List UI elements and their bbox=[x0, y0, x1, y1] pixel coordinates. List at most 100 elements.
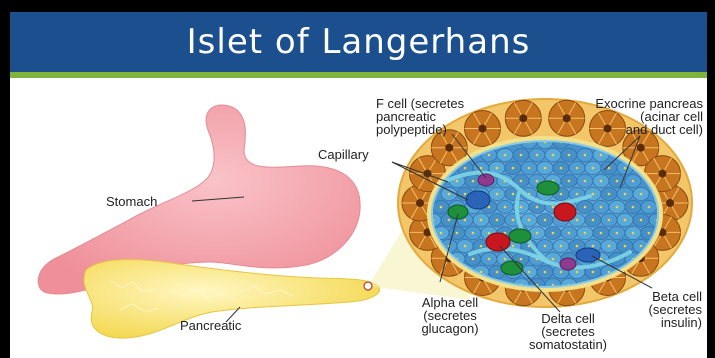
islet-cell-nucleus bbox=[592, 271, 595, 274]
islet-cell-nucleus bbox=[536, 232, 539, 235]
islet-cell-nucleus bbox=[520, 154, 523, 157]
islet-cell-nucleus bbox=[472, 180, 475, 183]
islet-cell-nucleus bbox=[592, 167, 595, 170]
islet-cell-nucleus bbox=[480, 167, 483, 170]
islet-cell-nucleus bbox=[496, 271, 499, 274]
acinus bbox=[505, 100, 541, 136]
islet-cell-nucleus bbox=[600, 180, 603, 183]
islet-cell-nucleus bbox=[472, 232, 475, 235]
islet-cell-nucleus bbox=[616, 180, 619, 183]
islet-cell-nucleus bbox=[632, 180, 635, 183]
beta-cell-shape-2 bbox=[576, 248, 600, 262]
islet-cell-nucleus bbox=[576, 167, 579, 170]
islet-cell-nucleus bbox=[568, 232, 571, 235]
islet-cell-nucleus bbox=[568, 180, 571, 183]
islet-cell-nucleus bbox=[512, 245, 515, 248]
islet-cell-nucleus bbox=[552, 154, 555, 157]
islet-cell-nucleus bbox=[488, 232, 491, 235]
islet-cell-nucleus bbox=[648, 232, 651, 235]
islet-cell-nucleus bbox=[584, 232, 587, 235]
islet-cell-nucleus bbox=[600, 154, 603, 157]
label-exocrine-pancreas: Exocrine pancreas (acinar cell and duct … bbox=[560, 97, 703, 136]
islet-cell-nucleus bbox=[528, 167, 531, 170]
islet-cell-nucleus bbox=[640, 245, 643, 248]
alpha-cell-shape bbox=[448, 205, 468, 219]
islet-cell-nucleus bbox=[496, 193, 499, 196]
islet-cell-nucleus bbox=[496, 219, 499, 222]
islet-cell-nucleus bbox=[584, 206, 587, 209]
islet-cell-nucleus bbox=[480, 245, 483, 248]
islet-cell-nucleus bbox=[560, 271, 563, 274]
islet-cell-nucleus bbox=[616, 206, 619, 209]
label-beta-cell: Beta cell (secretes insulin) bbox=[618, 290, 702, 329]
islet-cell-nucleus bbox=[600, 206, 603, 209]
islet-cell-nucleus bbox=[448, 219, 451, 222]
islet-cell-nucleus bbox=[488, 206, 491, 209]
islet-cell-nucleus bbox=[536, 180, 539, 183]
islet-cell-nucleus bbox=[624, 245, 627, 248]
islet-cell-nucleus bbox=[536, 206, 539, 209]
islet-cell-nucleus bbox=[624, 167, 627, 170]
islet-cell-nucleus bbox=[512, 193, 515, 196]
islet-cell-nucleus bbox=[608, 219, 611, 222]
islet-cell-nucleus bbox=[536, 154, 539, 157]
islet-cell-nucleus bbox=[608, 193, 611, 196]
label-stomach: Stomach bbox=[106, 195, 157, 208]
islet-cell-nucleus bbox=[552, 258, 555, 261]
islet-cell-nucleus bbox=[440, 232, 443, 235]
label-delta-cell: Delta cell (secretes somatostatin) bbox=[514, 312, 622, 351]
islet-cell-nucleus bbox=[616, 232, 619, 235]
islet-cell-nucleus bbox=[552, 206, 555, 209]
islet-cell-nucleus bbox=[456, 180, 459, 183]
islet-cell-nucleus bbox=[624, 193, 627, 196]
islet-cell-nucleus bbox=[456, 232, 459, 235]
delta-cell-shape-2 bbox=[486, 233, 510, 251]
islet-cell-nucleus bbox=[528, 219, 531, 222]
delta-cell-shape bbox=[554, 203, 576, 221]
beta-cell-shape bbox=[466, 191, 490, 209]
islet-cell-nucleus bbox=[608, 167, 611, 170]
islet-cell-nucleus bbox=[592, 193, 595, 196]
islet-cell-nucleus bbox=[568, 154, 571, 157]
stomach-shape bbox=[38, 105, 360, 294]
islet-cell-nucleus bbox=[576, 193, 579, 196]
islet-cell-nucleus bbox=[608, 245, 611, 248]
islet-cell-nucleus bbox=[504, 206, 507, 209]
islet-cell-nucleus bbox=[472, 258, 475, 261]
islet-cell-nucleus bbox=[512, 219, 515, 222]
f-cell-shape bbox=[478, 174, 494, 186]
islet-cell-nucleus bbox=[520, 180, 523, 183]
islet-cell-nucleus bbox=[544, 271, 547, 274]
label-f-cell: F cell (secretes pancreatic polypeptide) bbox=[376, 97, 464, 136]
islet-cell-nucleus bbox=[576, 219, 579, 222]
islet-cell-nucleus bbox=[464, 193, 467, 196]
islet-cell-nucleus bbox=[544, 167, 547, 170]
islet-cell-nucleus bbox=[560, 167, 563, 170]
islet-cell-nucleus bbox=[584, 180, 587, 183]
islet-cell-nucleus bbox=[448, 193, 451, 196]
islet-cell-nucleus bbox=[488, 258, 491, 261]
islet-cell-nucleus bbox=[544, 245, 547, 248]
islet-cell-nucleus bbox=[544, 219, 547, 222]
label-pancreatic: Pancreatic bbox=[180, 319, 241, 332]
islet-cell-nucleus bbox=[648, 206, 651, 209]
islet-cell-nucleus bbox=[504, 258, 507, 261]
islet-cell-nucleus bbox=[504, 154, 507, 157]
islet-cell-nucleus bbox=[576, 245, 579, 248]
islet-cell-nucleus bbox=[632, 206, 635, 209]
islet-cell-nucleus bbox=[528, 271, 531, 274]
islet-cell-nucleus bbox=[584, 154, 587, 157]
islet-cell-nucleus bbox=[552, 232, 555, 235]
islet-cell-nucleus bbox=[480, 219, 483, 222]
f-cell-shape-2 bbox=[560, 258, 576, 270]
islet-cell-nucleus bbox=[600, 232, 603, 235]
islet-cell-nucleus bbox=[464, 219, 467, 222]
islet-cell-nucleus bbox=[512, 167, 515, 170]
islet-cell-nucleus bbox=[464, 167, 467, 170]
islet-cell-nucleus bbox=[488, 154, 491, 157]
islet-cell-nucleus bbox=[640, 193, 643, 196]
zoom-origin-marker bbox=[364, 282, 372, 290]
islet-cell-nucleus bbox=[464, 245, 467, 248]
alpha-cell-shape-2 bbox=[537, 181, 559, 195]
islet-cell-nucleus bbox=[520, 206, 523, 209]
